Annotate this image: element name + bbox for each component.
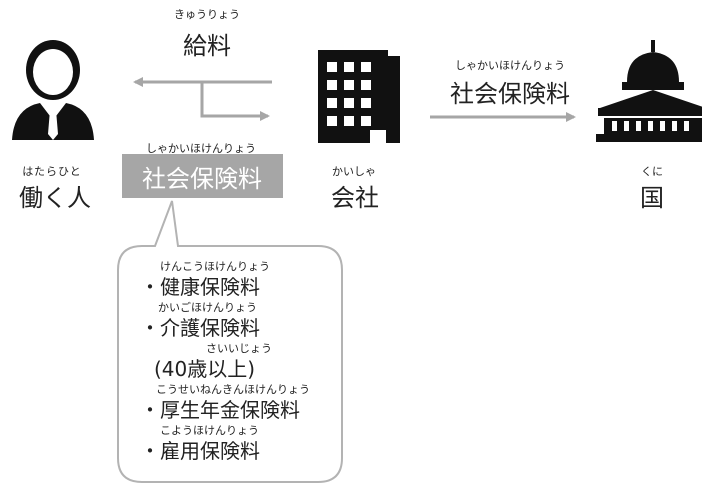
- person-icon: [12, 40, 94, 140]
- breakdown-item-3: (40歳以上): [154, 357, 256, 381]
- state-label: 国: [640, 184, 664, 212]
- state-ruby: くに: [641, 165, 663, 178]
- insurance-to-state-label: 社会保険料: [450, 80, 570, 108]
- breakdown-ruby-3: さいいじょう: [206, 342, 272, 355]
- breakdown-bubble: [117, 200, 343, 483]
- deduction-box: [122, 154, 283, 198]
- breakdown-ruby-4: こうせいねんきんほけんりょう: [156, 383, 310, 396]
- capitol-building-icon: [596, 40, 702, 142]
- breakdown-item-1: ・健康保険料: [140, 275, 260, 299]
- salary-ruby: きゅうりょう: [174, 8, 240, 21]
- worker-ruby: はたらひと: [22, 165, 82, 178]
- deduction-arrow: [200, 82, 270, 121]
- breakdown-item-4: ・厚生年金保険料: [140, 398, 300, 422]
- salary-label: 給料: [183, 32, 231, 60]
- company-label: 会社: [331, 184, 379, 212]
- office-building-icon: [318, 50, 400, 143]
- breakdown-item-5: ・雇用保険料: [140, 439, 260, 463]
- company-ruby: かいしゃ: [332, 165, 376, 178]
- breakdown-item-2: ・介護保険料: [140, 316, 260, 340]
- breakdown-ruby-2: かいごほけんりょう: [158, 301, 257, 314]
- worker-label: 働く人: [19, 184, 91, 212]
- insurance-to-state-ruby: しゃかいほけんりょう: [455, 59, 565, 72]
- deduction-ruby: しゃかいほけんりょう: [146, 142, 256, 155]
- deduction-label: 社会保険料: [142, 165, 262, 193]
- breakdown-ruby-5: こようほけんりょう: [160, 424, 259, 437]
- breakdown-ruby-1: けんこうほけんりょう: [160, 260, 270, 273]
